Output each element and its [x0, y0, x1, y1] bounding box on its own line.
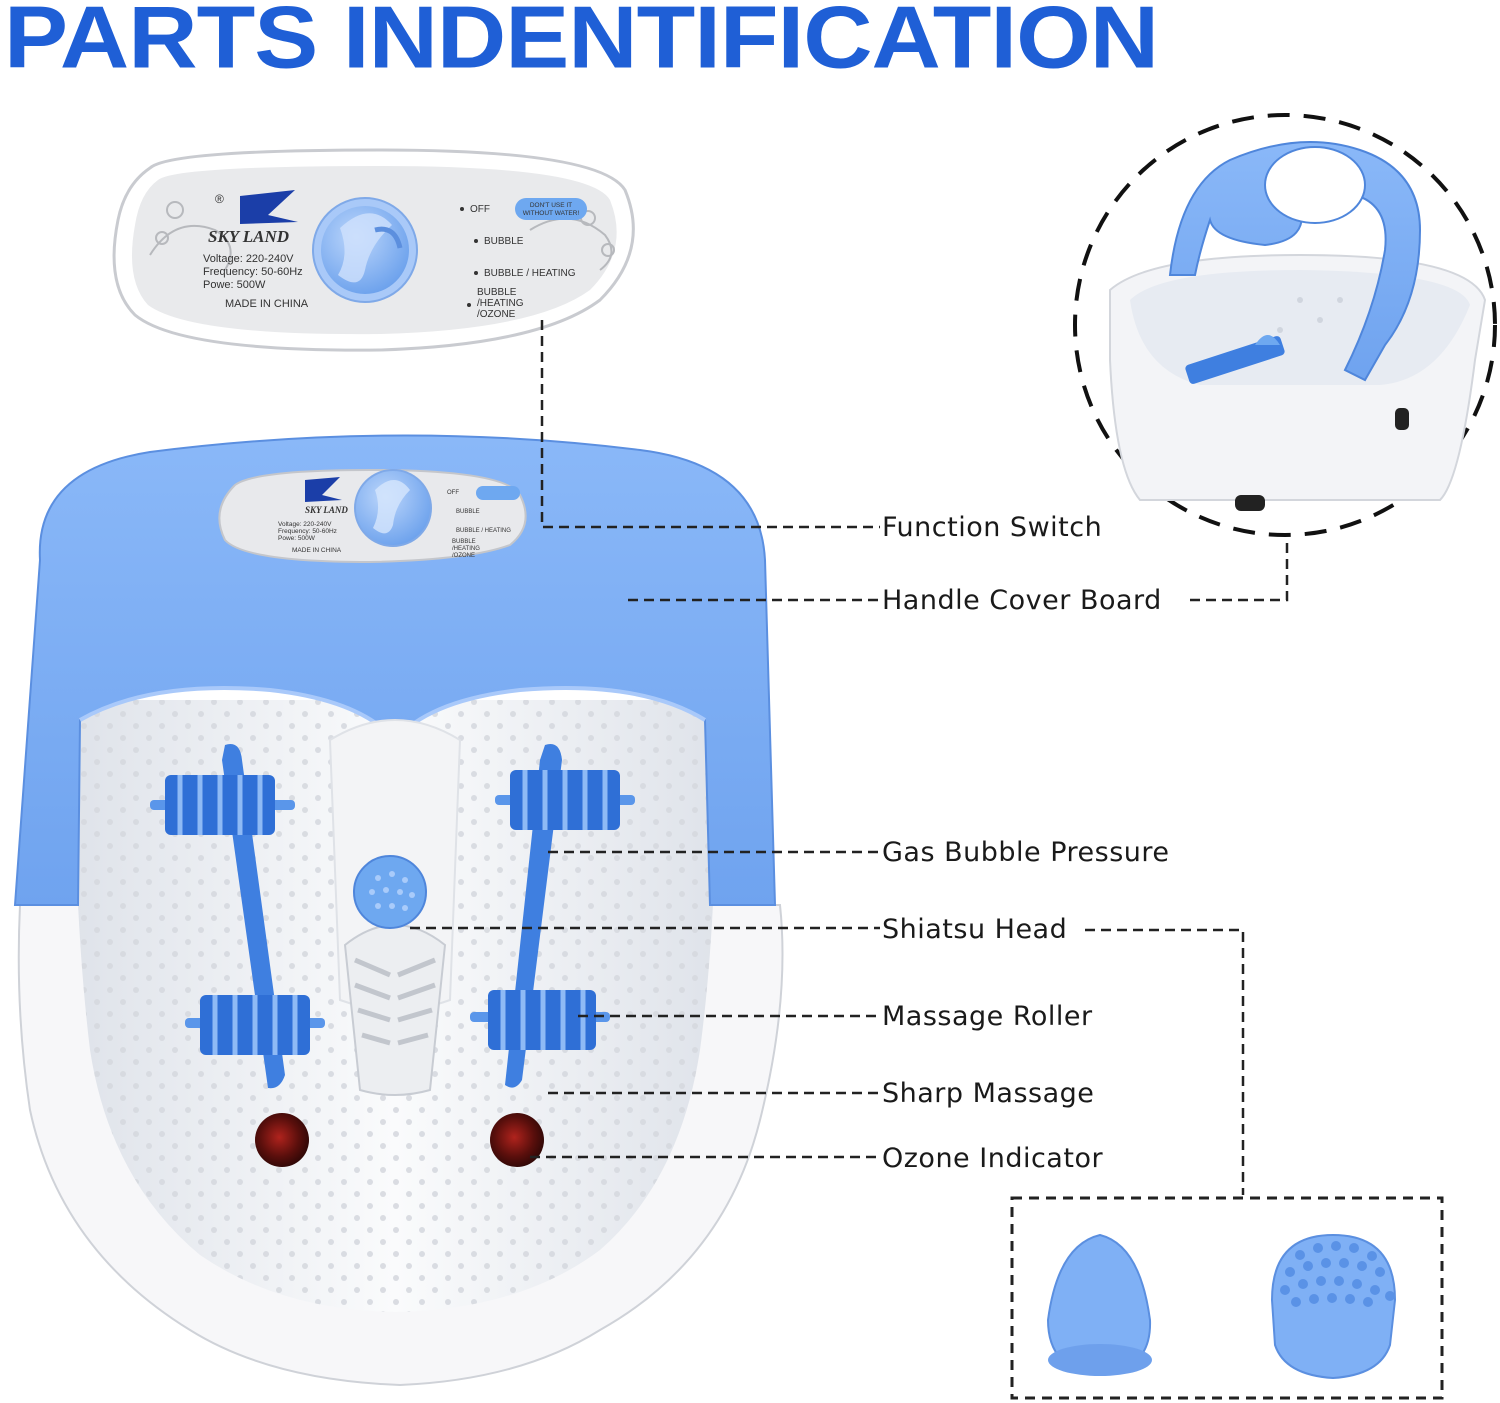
handle-panel-brand: SKY LAND [305, 505, 348, 515]
label-ozone-indicator: Ozone Indicator [882, 1143, 1104, 1174]
mode-bubble-heating: BUBBLE / HEATING [484, 268, 576, 279]
ozone-indicator-right [490, 1113, 544, 1167]
svg-text:Voltage: 220-240V: Voltage: 220-240V [278, 521, 332, 528]
side-view-inset [1073, 113, 1497, 537]
panel-power: Powe: 500W [203, 279, 266, 291]
leader-function-switch [540, 320, 880, 529]
label-gas-bubble-pressure: Gas Bubble Pressure [882, 837, 1170, 868]
label-shiatsu-head: Shiatsu Head [882, 914, 1068, 945]
label-handle-cover-board: Handle Cover Board [882, 585, 1162, 616]
panel-voltage: Voltage: 220-240V [203, 253, 294, 265]
ozone-indicator-left [255, 1113, 309, 1167]
function-knob-closeup [312, 197, 418, 303]
mode-off: OFF [470, 204, 490, 215]
sky-land-logo [240, 190, 298, 224]
control-panel-closeup: ® SKY LAND Voltage: 220-240V Frequency: … [112, 148, 635, 352]
svg-text:DON'T USE IT: DON'T USE IT [530, 202, 572, 209]
accessory-inset [1010, 1196, 1444, 1400]
massage-roller-top-left [150, 775, 295, 835]
label-massage-roller: Massage Roller [882, 1001, 1093, 1032]
side-handle [1168, 141, 1422, 382]
panel-brand: SKY LAND [208, 227, 289, 246]
registered-mark: ® [215, 192, 224, 206]
shiatsu-head [353, 855, 427, 929]
svg-text:Powe: 500W: Powe: 500W [278, 535, 316, 542]
sharp-massage-comb [343, 924, 447, 1096]
leader-side-view [1190, 538, 1289, 602]
svg-text:/OZONE: /OZONE [452, 553, 475, 559]
mode-bubble-heating-ozone-1: BUBBLE [477, 287, 517, 298]
svg-text:WITHOUT WATER!: WITHOUT WATER! [523, 210, 580, 217]
svg-text:BUBBLE: BUBBLE [456, 509, 480, 515]
nub-massage-head [1270, 1233, 1397, 1380]
leader-lines [410, 320, 1289, 1195]
svg-text:OFF: OFF [447, 490, 459, 496]
panel-frequency: Frequency: 50-60Hz [203, 266, 303, 278]
panel-flourish-left [149, 201, 232, 271]
mode-bubble-heating-ozone-2: /HEATING [477, 298, 524, 309]
foot-spa-top-view: SKY LAND Voltage: 220-240V Frequency: 50… [13, 434, 784, 1387]
svg-text:MADE IN CHINA: MADE IN CHINA [292, 547, 342, 554]
warning-badge: DON'T USE IT WITHOUT WATER! [515, 198, 587, 220]
label-function-switch: Function Switch [882, 512, 1103, 543]
panel-origin: MADE IN CHINA [225, 298, 309, 310]
svg-text:/HEATING: /HEATING [452, 546, 480, 552]
svg-text:BUBBLE: BUBBLE [452, 539, 476, 545]
label-sharp-massage: Sharp Massage [882, 1078, 1095, 1109]
mode-bubble: BUBBLE [484, 236, 524, 247]
svg-text:Frequency: 50-60Hz: Frequency: 50-60Hz [278, 528, 337, 535]
leader-accessory [1085, 928, 1245, 1195]
mode-bubble-heating-ozone-3: /OZONE [477, 309, 516, 320]
svg-text:BUBBLE / HEATING: BUBBLE / HEATING [456, 528, 511, 534]
massage-roller-bottom-left [185, 995, 325, 1055]
page-title: PARTS INDENTIFICATION [4, 0, 1159, 87]
massage-roller-bottom-right [470, 990, 610, 1050]
massage-roller-top-right [495, 770, 635, 830]
